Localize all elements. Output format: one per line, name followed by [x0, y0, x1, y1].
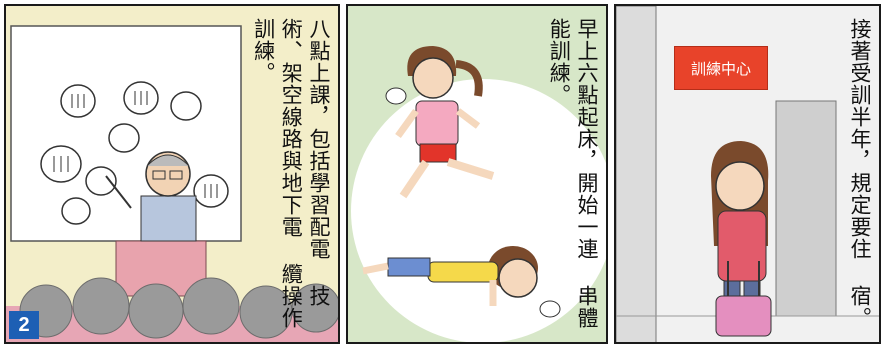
caption-line: 宿。 — [848, 285, 872, 329]
caption-line: 早上六點起床，開始一連 — [575, 18, 599, 260]
training-center-illustration — [616, 6, 879, 342]
speech-bubbles — [40, 81, 229, 225]
caption-panel-2: 早上六點起床，開始一連 串體能訓練。 — [545, 18, 600, 342]
teacher — [105, 151, 197, 242]
suitcase — [715, 295, 772, 337]
panel-classroom: 八點上課，包括學習配電 技術、架空線路與地下電 纜操作訓練。 2 — [4, 4, 340, 344]
caption-line: 纜操作訓練。 — [251, 18, 304, 329]
caption-line: 八點上課，包括學習配電 — [307, 18, 331, 260]
pushup-girl — [362, 246, 561, 318]
sweat-puff — [385, 87, 407, 105]
training-center-sign: 訓練中心 — [674, 46, 768, 90]
panel-exercise: 早上六點起床，開始一連 串體能訓練。 — [346, 4, 608, 344]
caption-panel-1: 八點上課，包括學習配電 技術、架空線路與地下電 纜操作訓練。 — [249, 18, 332, 342]
girl-with-luggage — [711, 141, 772, 337]
page-number-badge: 2 — [9, 311, 39, 339]
caption-line: 接著受訓半年，規定要住 — [848, 18, 872, 260]
caption-line: 串體能訓練。 — [547, 18, 599, 329]
running-girl — [395, 46, 495, 199]
exercise-illustration — [351, 46, 606, 342]
audience-heads — [19, 277, 338, 339]
bubble-lines — [53, 91, 218, 198]
pillar — [775, 100, 837, 317]
caption-panel-3: 接著受訓半年，規定要住 宿。 — [845, 18, 873, 329]
classroom-illustration — [6, 25, 338, 342]
caption-line: 技術、架空線路與地下電 — [279, 18, 331, 307]
panel-training-center: 訓練中心 接著受訓半年，規定要住 宿。 — [614, 4, 881, 344]
wall-column — [616, 6, 657, 342]
